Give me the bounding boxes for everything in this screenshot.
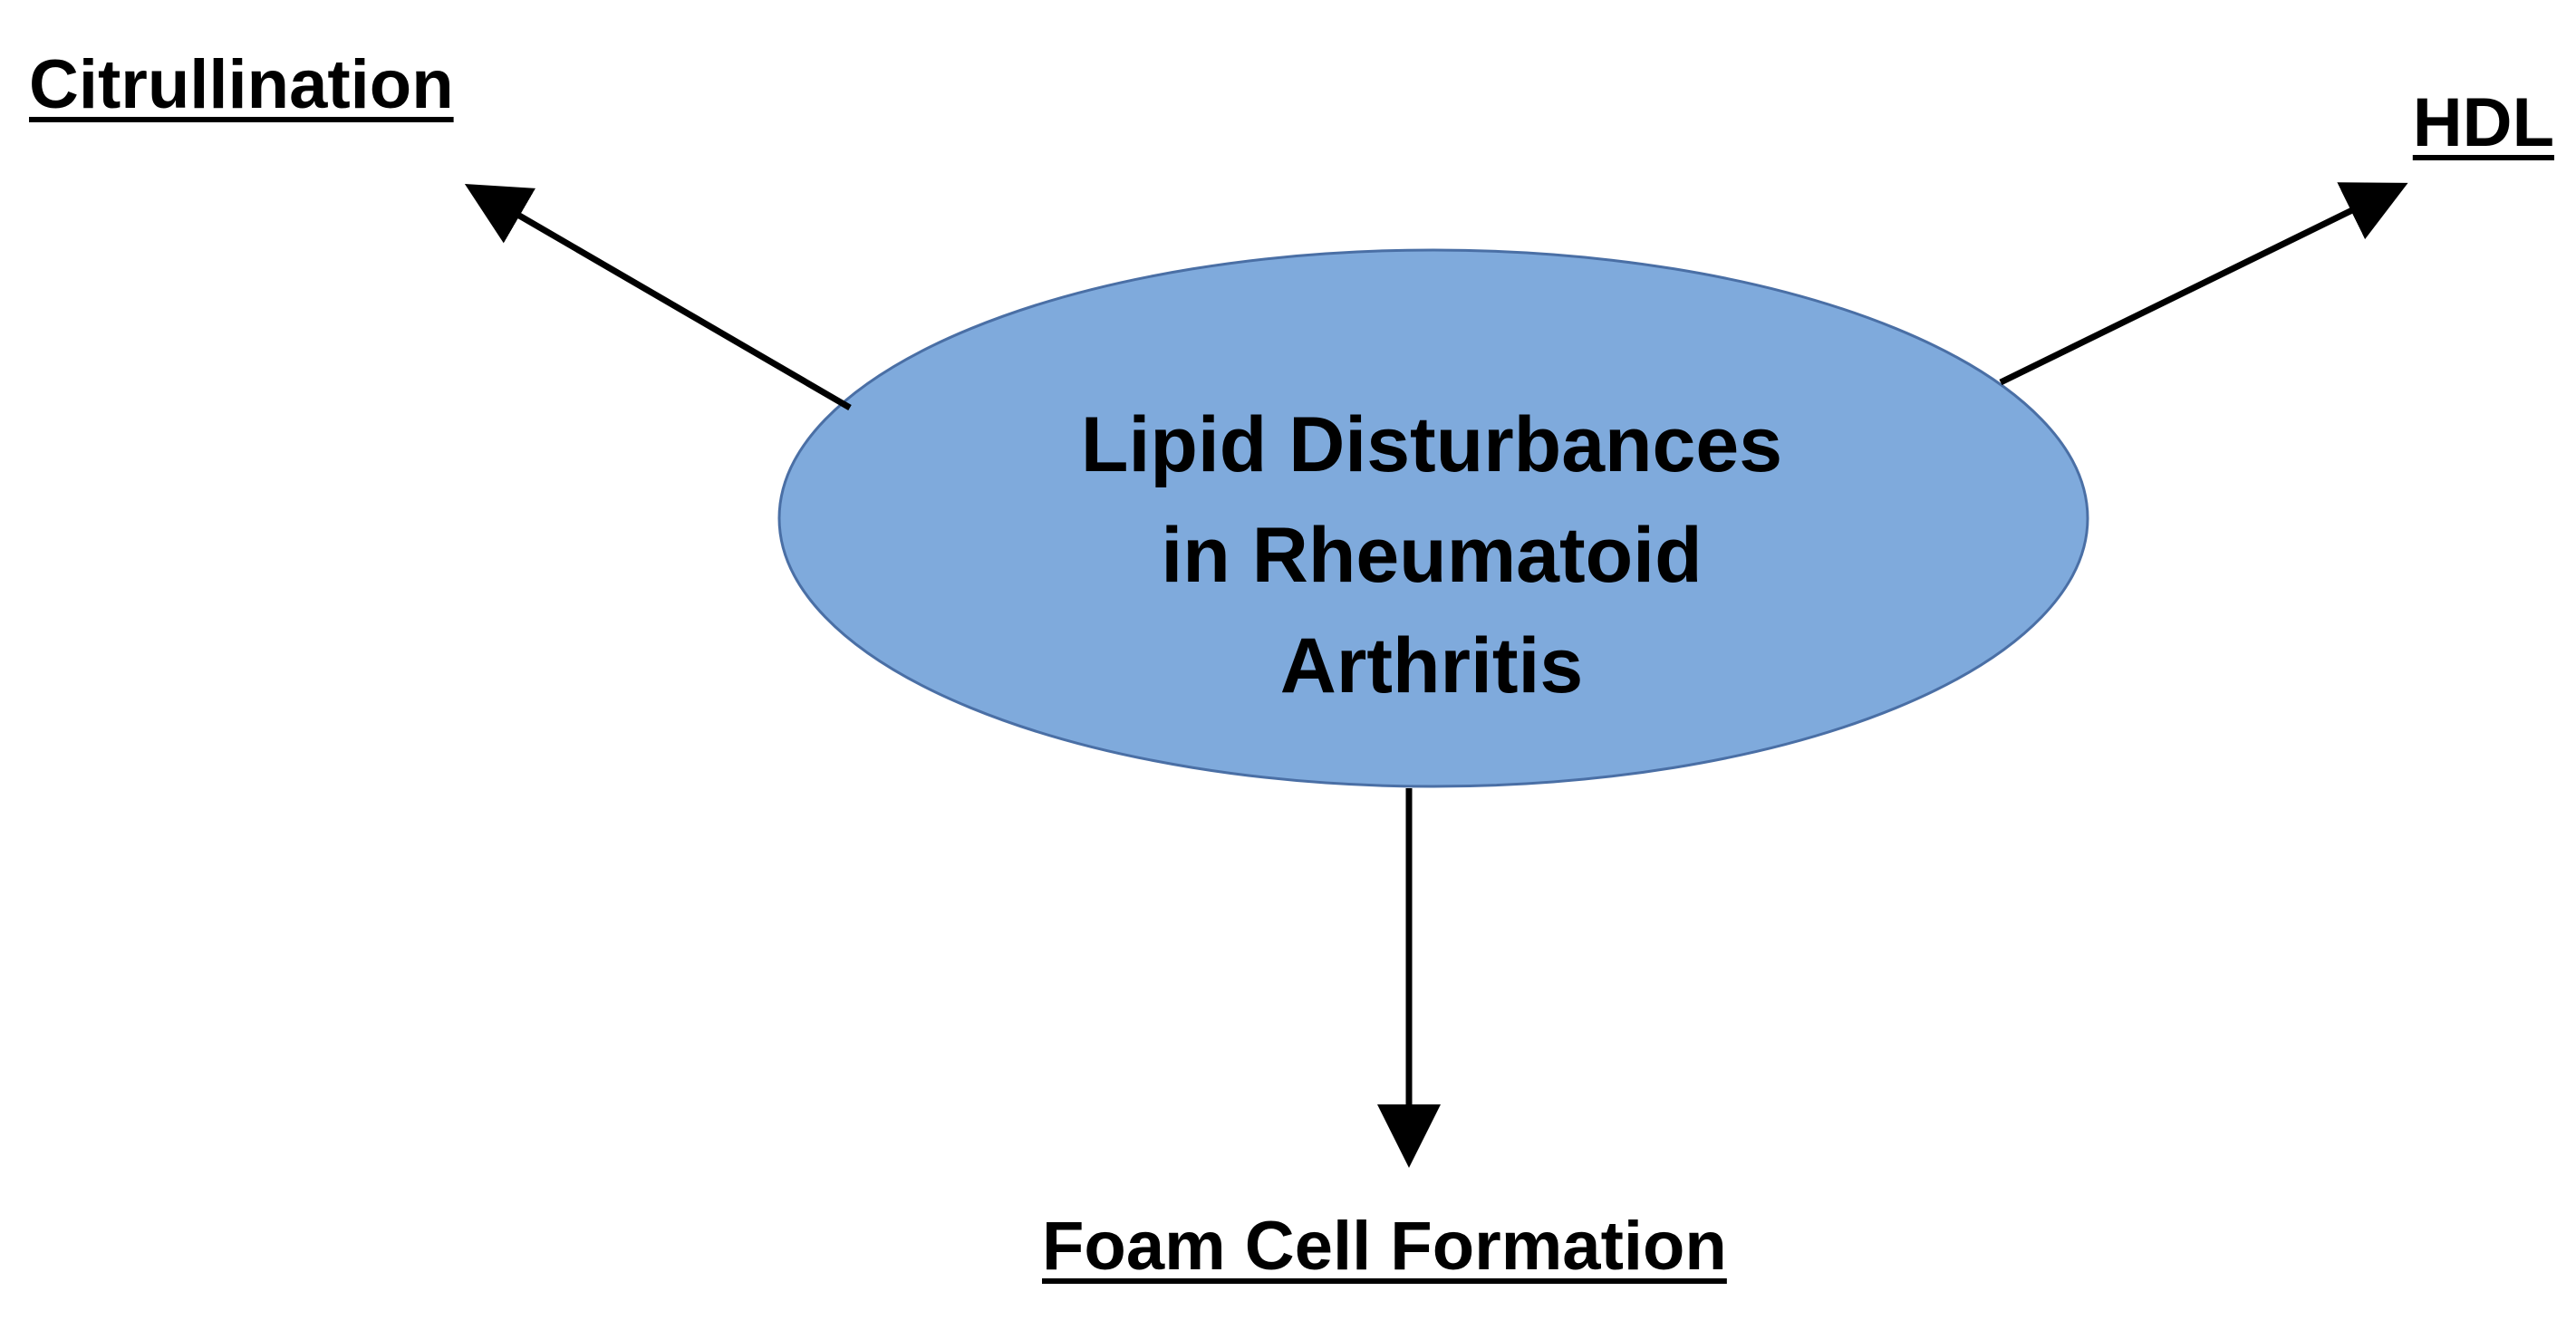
center-title-line-2: in Rheumatoid (1161, 512, 1703, 599)
node-citrullination: Citrullination (29, 46, 454, 123)
center-title-line-3: Arthritis (1279, 622, 1584, 709)
center-ellipse (777, 248, 2089, 788)
arrow-to-hdl (1999, 182, 2408, 386)
node-foam-cell-formation: Foam Cell Formation (1042, 1208, 1727, 1285)
arrow-to-citrullination (464, 183, 852, 411)
center-title-line-1: Lipid Disturbances (1080, 401, 1783, 488)
node-hdl: HDL (2412, 84, 2554, 161)
center-title: Lipid Disturbances in Rheumatoid Arthrit… (906, 390, 1957, 721)
